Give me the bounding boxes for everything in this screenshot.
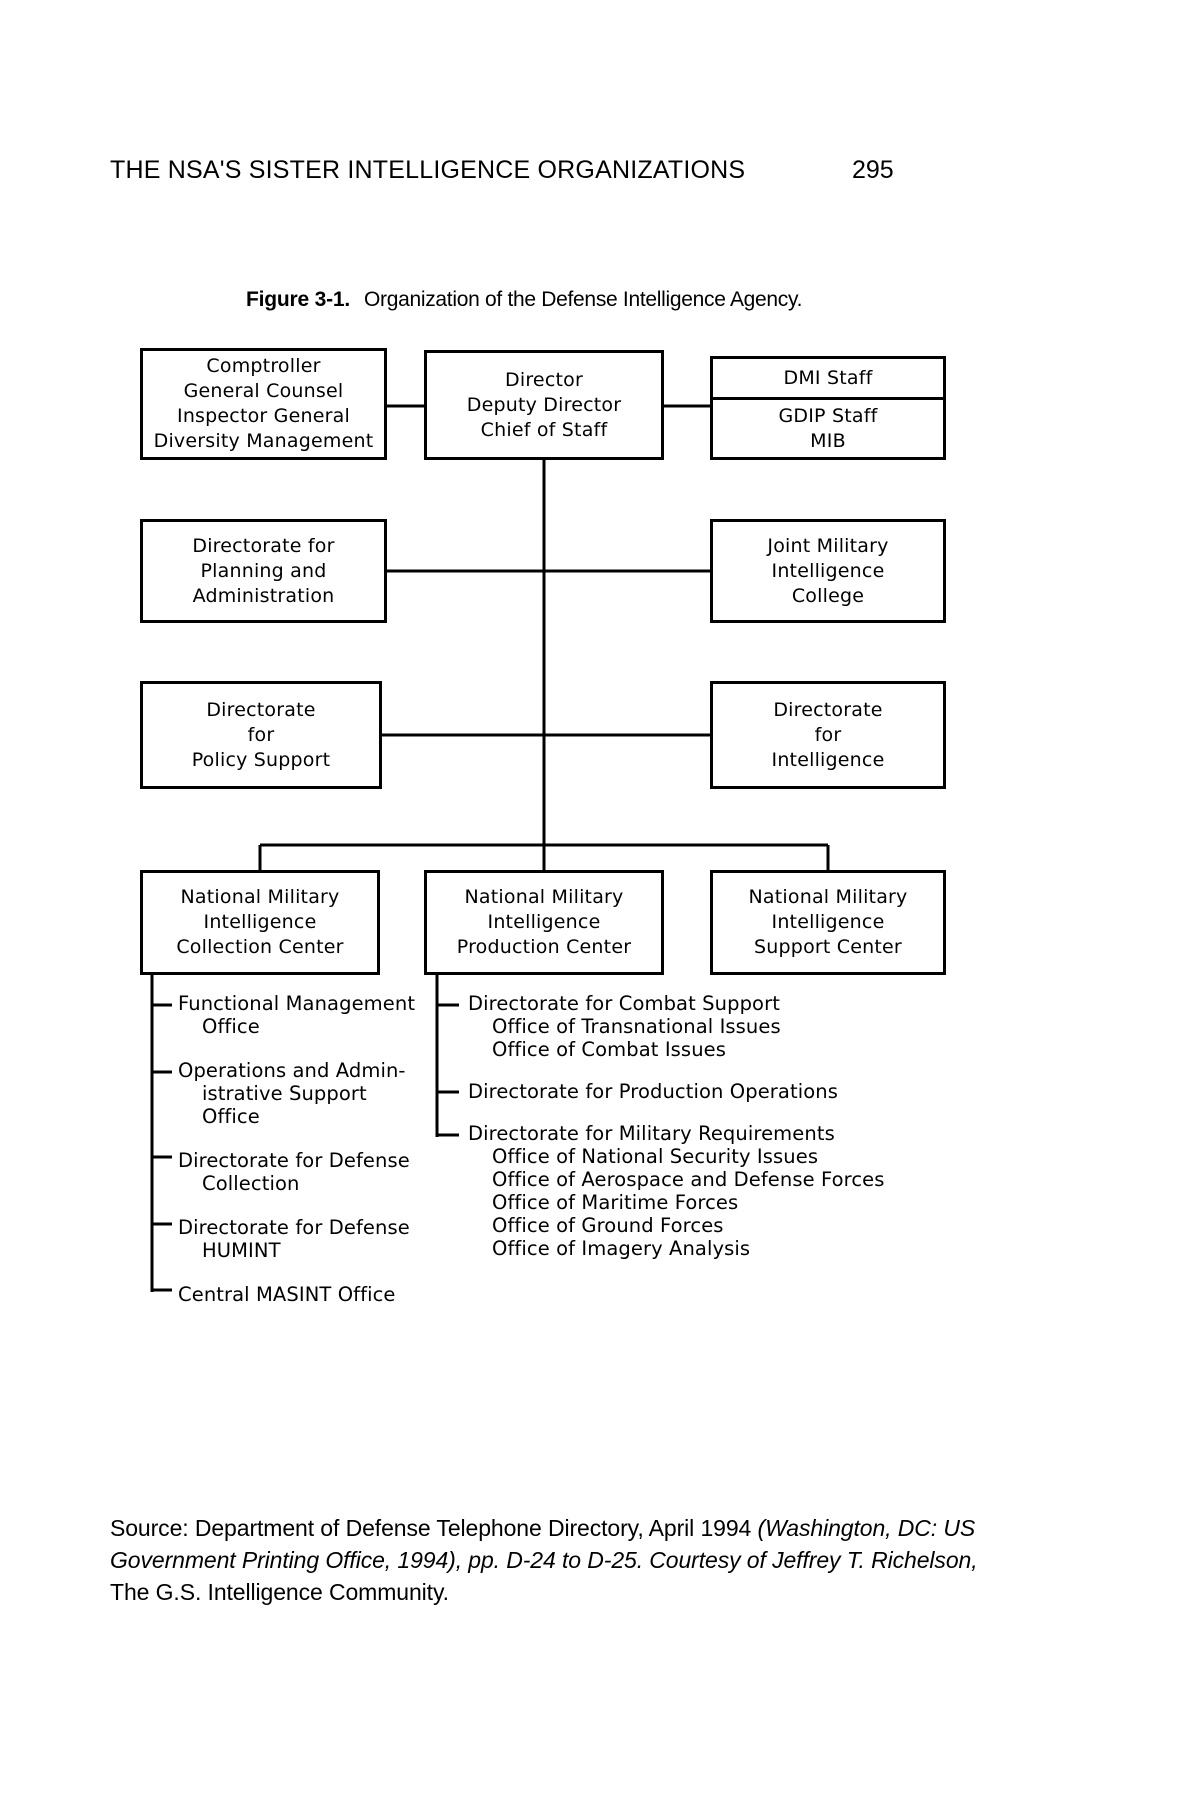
- staff-offices-line-2: General Counsel: [183, 380, 344, 402]
- sublist-production-center: Directorate for Combat Support Office of…: [468, 992, 888, 1260]
- gdip-staff-label: GDIP Staff: [778, 404, 878, 427]
- office-combat-issues: Office of Combat Issues: [492, 1038, 727, 1061]
- figure-caption: Figure 3-1. Organization of the Defense I…: [246, 288, 802, 312]
- nmisc-line-3: Support Center: [754, 936, 902, 958]
- source-note-part-2: (Washington, DC: US Government Printing …: [110, 1515, 978, 1573]
- defense-collection-line-2: Collection: [202, 1172, 300, 1195]
- functional-management-office-line-2: Office: [202, 1015, 260, 1038]
- org-box-dmi-gdip-staff[interactable]: DMI Staff GDIP Staff MIB: [710, 356, 946, 460]
- combat-support-label: Directorate for Combat Support: [468, 992, 780, 1015]
- source-note-part-1: Source: Department of Defense Telephone …: [110, 1515, 758, 1541]
- jmic-line-1: Joint Military: [767, 534, 889, 557]
- nmicc-line-3: Collection Center: [176, 936, 344, 958]
- org-box-directorate-for-intelligence[interactable]: Directorate for Intelligence: [710, 681, 946, 789]
- jmic-line-2: Intelligence: [771, 559, 885, 582]
- director-line-1: Director: [505, 368, 583, 391]
- list-item[interactable]: Directorate for Defense Collection: [178, 1149, 428, 1195]
- director-line-3: Chief of Staff: [480, 418, 608, 441]
- list-item[interactable]: Directorate for Defense HUMINT: [178, 1216, 428, 1262]
- office-aerospace-defense-forces: Office of Aerospace and Defense Forces: [492, 1168, 885, 1191]
- central-masint-office: Central MASINT Office: [178, 1283, 396, 1306]
- org-box-gdip-staff-mib[interactable]: GDIP Staff MIB: [713, 400, 943, 457]
- intelligence-line-3: Intelligence: [771, 748, 885, 771]
- nmisc-line-2: Intelligence: [771, 911, 885, 933]
- org-box-dmi-staff[interactable]: DMI Staff: [713, 359, 943, 401]
- nmicc-line-2: Intelligence: [203, 911, 317, 933]
- staff-offices-line-4: Diversity Management: [153, 430, 374, 452]
- office-transnational-issues: Office of Transnational Issues: [492, 1015, 781, 1038]
- defense-collection-line-1: Directorate for Defense: [178, 1149, 410, 1172]
- org-box-nmi-support-center[interactable]: National Military Intelligence Support C…: [710, 870, 946, 975]
- org-box-staff-offices[interactable]: Comptroller General Counsel Inspector Ge…: [140, 348, 387, 460]
- operations-admin-support-line-1: Operations and Admin-: [178, 1059, 406, 1082]
- military-requirements-label: Directorate for Military Requirements: [468, 1122, 835, 1145]
- list-item[interactable]: Directorate for Military Requirements Of…: [468, 1122, 888, 1260]
- policy-support-line-2: for: [247, 723, 275, 746]
- dmi-staff-label: DMI Staff: [783, 366, 873, 389]
- defense-humint-line-2: HUMINT: [202, 1239, 281, 1262]
- nmicc-line-1: National Military: [180, 886, 340, 908]
- nmipc-line-3: Production Center: [456, 936, 632, 958]
- org-box-planning-administration[interactable]: Directorate for Planning and Administrat…: [140, 519, 387, 623]
- figure-label: Figure 3-1.: [246, 288, 350, 311]
- office-maritime-forces: Office of Maritime Forces: [492, 1191, 739, 1214]
- office-imagery-analysis: Office of Imagery Analysis: [492, 1237, 751, 1260]
- org-box-nmi-collection-center[interactable]: National Military Intelligence Collectio…: [140, 870, 380, 975]
- nmipc-line-1: National Military: [464, 886, 624, 908]
- functional-management-office-line-1: Functional Management: [178, 992, 416, 1015]
- staff-offices-line-1: Comptroller: [206, 355, 321, 377]
- production-operations-label: Directorate for Production Operations: [468, 1080, 838, 1103]
- page-number: 295: [852, 156, 894, 184]
- nmisc-line-1: National Military: [748, 886, 908, 908]
- figure-title: Organization of the Defense Intelligence…: [364, 288, 803, 311]
- list-item[interactable]: Operations and Admin- istrative Support …: [178, 1059, 428, 1128]
- mib-label: MIB: [810, 429, 846, 452]
- list-item[interactable]: Functional Management Office: [178, 992, 428, 1038]
- nmipc-line-2: Intelligence: [487, 911, 601, 933]
- operations-admin-support-line-2: istrative Support: [202, 1082, 367, 1105]
- org-box-joint-military-intelligence-college[interactable]: Joint Military Intelligence College: [710, 519, 946, 623]
- running-head: THE NSA'S SISTER INTELLIGENCE ORGANIZATI…: [110, 156, 746, 184]
- source-note-part-3: The G.S. Intelligence Community.: [110, 1579, 449, 1605]
- planning-line-1: Directorate for: [192, 534, 335, 557]
- org-box-nmi-production-center[interactable]: National Military Intelligence Productio…: [424, 870, 664, 975]
- list-item[interactable]: Directorate for Production Operations: [468, 1080, 888, 1103]
- list-item[interactable]: Central MASINT Office: [178, 1283, 428, 1306]
- policy-support-line-3: Policy Support: [191, 748, 331, 771]
- policy-support-line-1: Directorate: [206, 698, 316, 721]
- jmic-line-3: College: [791, 584, 865, 607]
- sublist-collection-center: Functional Management Office Operations …: [178, 992, 428, 1306]
- planning-line-3: Administration: [192, 584, 335, 607]
- director-line-2: Deputy Director: [466, 393, 622, 416]
- source-note: Source: Department of Defense Telephone …: [110, 1512, 980, 1608]
- list-item[interactable]: Directorate for Combat Support Office of…: [468, 992, 888, 1061]
- planning-line-2: Planning and: [200, 559, 327, 582]
- staff-offices-line-3: Inspector General: [177, 405, 350, 427]
- intelligence-line-1: Directorate: [773, 698, 883, 721]
- office-national-security-issues: Office of National Security Issues: [492, 1145, 819, 1168]
- intelligence-line-2: for: [814, 723, 842, 746]
- office-ground-forces: Office of Ground Forces: [492, 1214, 724, 1237]
- org-box-policy-support[interactable]: Directorate for Policy Support: [140, 681, 382, 789]
- org-box-director[interactable]: Director Deputy Director Chief of Staff: [424, 350, 664, 460]
- operations-admin-support-line-3: Office: [202, 1105, 260, 1128]
- defense-humint-line-1: Directorate for Defense: [178, 1216, 410, 1239]
